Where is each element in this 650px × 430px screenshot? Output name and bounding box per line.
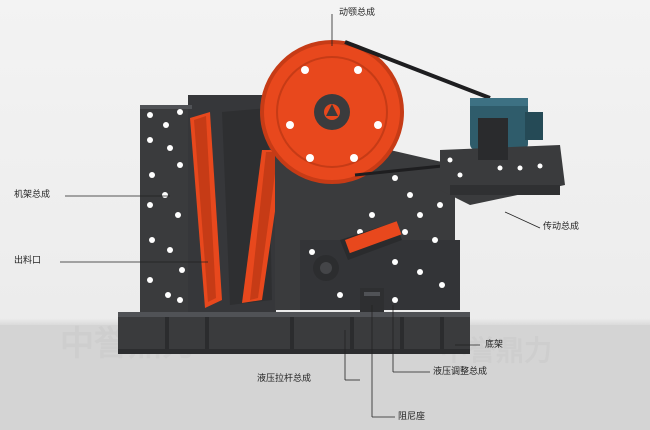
label-transmission: 传动总成 bbox=[543, 222, 580, 232]
flywheel bbox=[260, 40, 404, 184]
transmission-frame bbox=[440, 118, 565, 205]
label-discharge: 出料口 bbox=[14, 256, 42, 266]
label-frame: 机架总成 bbox=[14, 190, 51, 200]
flywheel-holes bbox=[286, 66, 382, 162]
label-base: 底架 bbox=[485, 340, 504, 350]
label-hydraulic-adjust: 液压调整总成 bbox=[433, 367, 488, 377]
body-bolts bbox=[309, 175, 445, 303]
label-hydraulic-rod: 液压拉杆总成 bbox=[257, 374, 312, 384]
label-moving-jaw: 动颚总成 bbox=[339, 8, 376, 18]
fixed-jaw bbox=[190, 112, 222, 308]
label-damper: 阻尼座 bbox=[398, 412, 426, 422]
frame-bolts bbox=[147, 109, 185, 303]
leader-lines bbox=[60, 14, 541, 418]
moving-jaw-plate bbox=[242, 150, 284, 303]
base-frame bbox=[118, 312, 470, 354]
hydraulic-rod-assembly bbox=[313, 221, 402, 281]
transmission-bolts bbox=[447, 157, 543, 178]
